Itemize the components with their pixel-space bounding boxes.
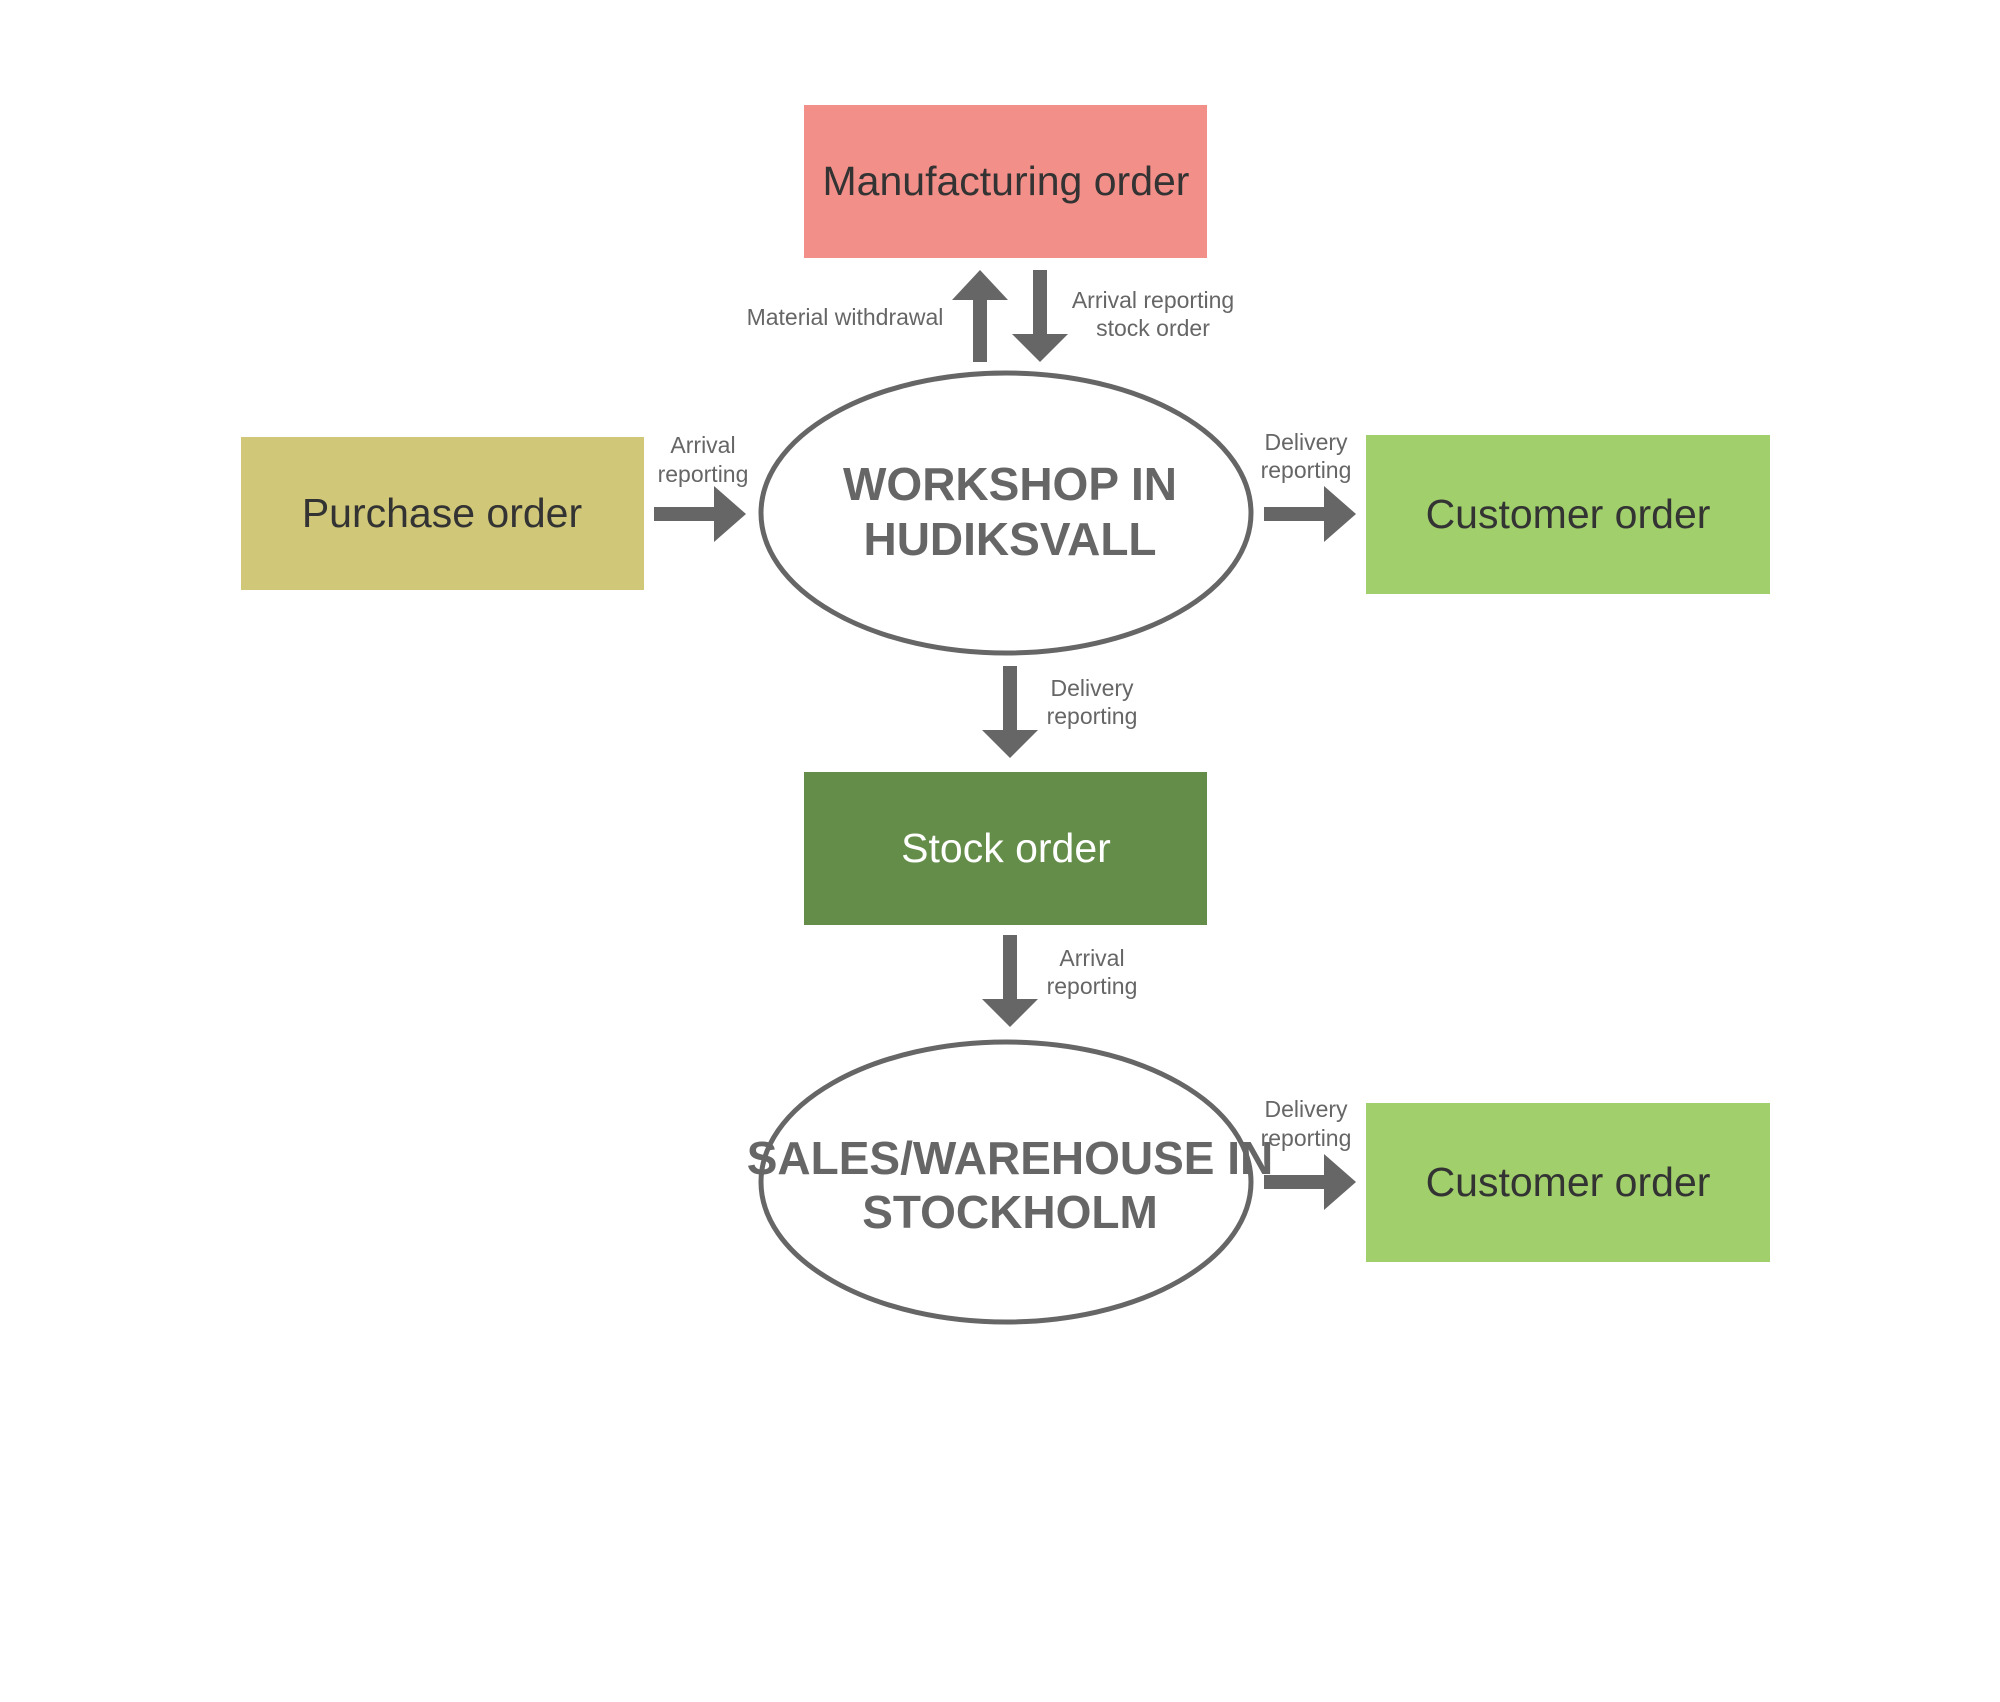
- sales-warehouse-node: [758, 1039, 1254, 1325]
- arrow-head: [1324, 486, 1356, 542]
- arrow-head: [1012, 334, 1068, 362]
- purchase-order-label: Purchase order: [302, 490, 582, 536]
- arrow-purchase-arrival: [654, 486, 746, 542]
- arrow-shaft: [973, 300, 987, 362]
- arrow-shaft: [1003, 935, 1017, 999]
- arrow-shaft: [1033, 270, 1047, 334]
- edge-label-sales-delivery-line-1: Delivery: [1264, 1096, 1348, 1122]
- arrow-shaft: [654, 507, 714, 521]
- arrow-shaft: [1264, 1175, 1324, 1189]
- arrow-head: [714, 486, 746, 542]
- edge-label-arrival-stock-order-line-1: Arrival reporting: [1072, 287, 1234, 313]
- customer-order-box-bottom: [1366, 1103, 1770, 1262]
- arrow-stock-arrival: [982, 935, 1038, 1027]
- arrow-head: [952, 270, 1008, 300]
- manufacturing-order-box: [804, 105, 1207, 258]
- stock-order-box: [804, 772, 1207, 925]
- arrow-material-withdrawal: [952, 270, 1008, 362]
- customer-order-label-bottom: Customer order: [1426, 1159, 1711, 1205]
- edge-label-stock-delivery-line-1: Delivery: [1050, 675, 1134, 701]
- arrow-head: [1324, 1154, 1356, 1210]
- edge-label-stock-arrival-line-1: Arrival: [1059, 945, 1124, 971]
- purchase-order-box: [241, 437, 644, 590]
- workshop-node-line-2: HUDIKSVALL: [863, 513, 1156, 565]
- customer-order-label-top: Customer order: [1426, 491, 1711, 537]
- manufacturing-order-label: Manufacturing order: [823, 158, 1190, 204]
- arrow-sales-delivery: [1264, 1154, 1356, 1210]
- edge-label-workshop-delivery-line-2: reporting: [1261, 457, 1352, 483]
- customer-order-box-top: [1366, 435, 1770, 594]
- arrow-stock-delivery: [982, 666, 1038, 758]
- workshop-node: [758, 370, 1254, 656]
- sales-warehouse-node-line-2: STOCKHOLM: [862, 1186, 1158, 1238]
- arrow-arrival-stock-order: [1012, 270, 1068, 362]
- edge-label-material-withdrawal: Material withdrawal: [747, 304, 944, 330]
- arrow-head: [982, 730, 1038, 758]
- edge-label-stock-delivery-line-2: reporting: [1047, 703, 1138, 729]
- edge-label-stock-arrival-line-2: reporting: [1047, 973, 1138, 999]
- arrow-workshop-delivery: [1264, 486, 1356, 542]
- edge-label-arrival-stock-order-line-2: stock order: [1096, 315, 1210, 341]
- edge-label-sales-delivery-line-2: reporting: [1261, 1125, 1352, 1151]
- arrow-shaft: [1264, 507, 1324, 521]
- arrow-shaft: [1003, 666, 1017, 730]
- arrow-head: [982, 999, 1038, 1027]
- edge-label-purchase-arrival-line-2: reporting: [658, 461, 749, 487]
- sales-warehouse-node-line-1: SALES/WAREHOUSE IN: [747, 1132, 1274, 1184]
- edge-label-purchase-arrival-line-1: Arrival: [670, 432, 735, 458]
- stock-order-label: Stock order: [901, 825, 1111, 871]
- workshop-node-line-1: WORKSHOP IN: [843, 458, 1177, 510]
- edge-label-workshop-delivery-line-1: Delivery: [1264, 429, 1348, 455]
